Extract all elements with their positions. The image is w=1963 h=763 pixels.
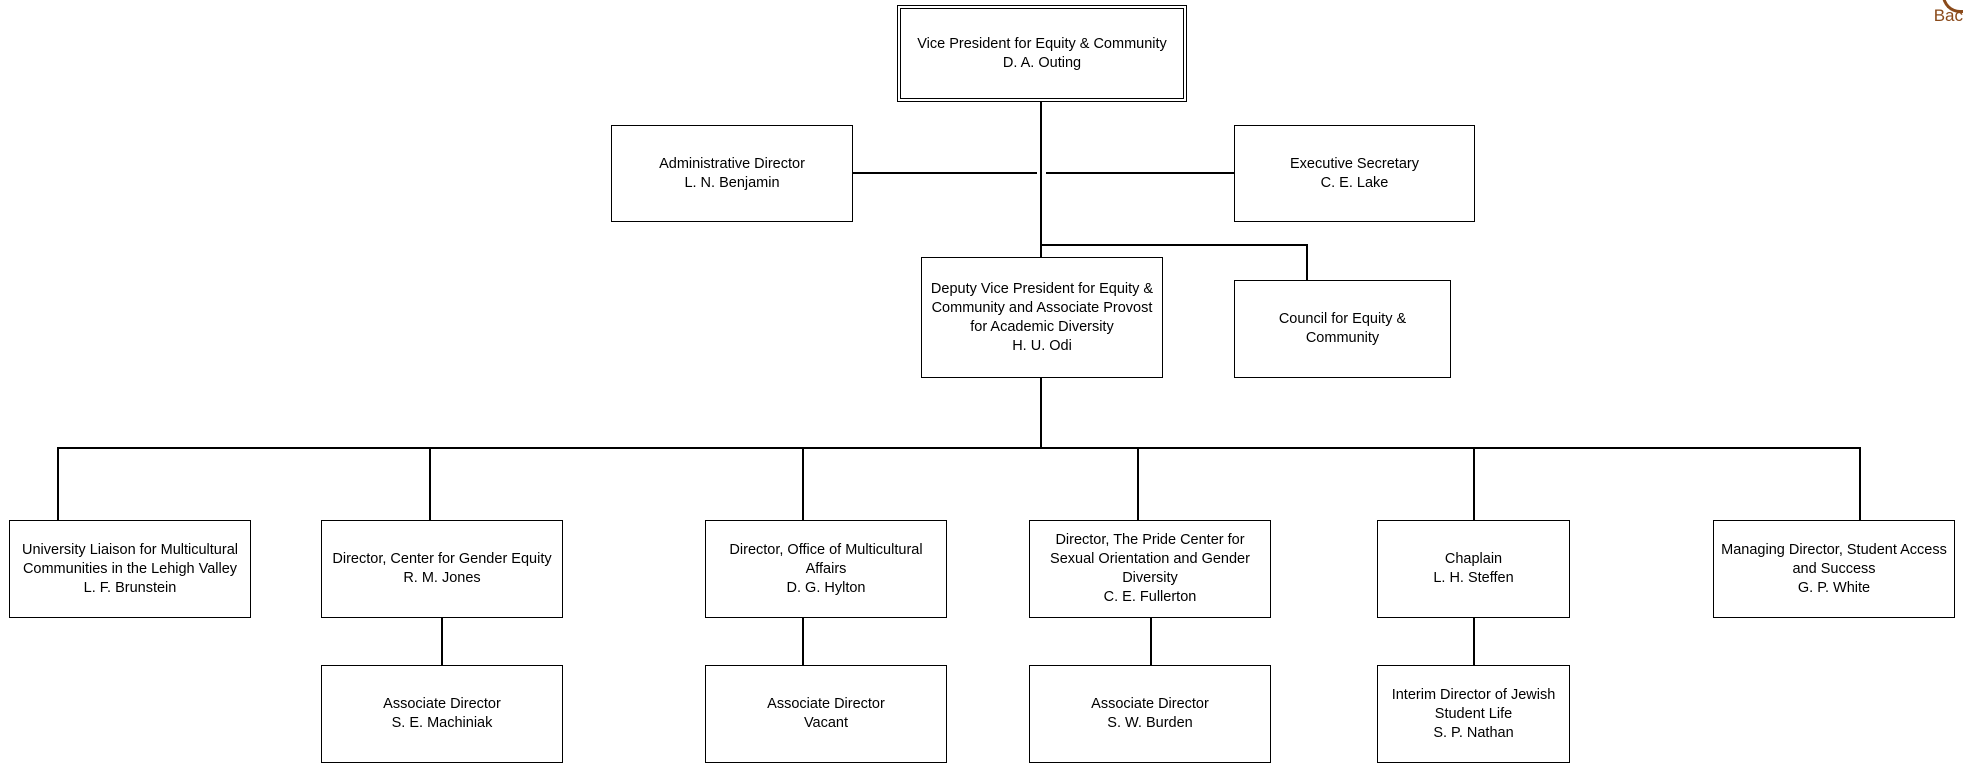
position-title: University Liaison for Multicultural Com…: [22, 541, 238, 577]
position-title: Interim Director of Jewish Student Life: [1391, 686, 1556, 722]
position-title: Director, The Pride Center for Sexual Or…: [1050, 532, 1250, 586]
person-name: D. A. Outing: [1002, 54, 1082, 71]
org-box-council: Council for Equity & Community: [1234, 280, 1451, 378]
connector: [1473, 617, 1475, 665]
connector: [1046, 172, 1234, 174]
person-name: H. U. Odi: [1012, 337, 1072, 354]
person-name: C. E. Fullerton: [1103, 589, 1197, 605]
person-name: G. P. White: [1797, 579, 1871, 596]
position-title: Administrative Director: [659, 155, 805, 172]
org-box-director: Director, The Pride Center for Sexual Or…: [1029, 520, 1271, 618]
org-box-director: University Liaison for Multicultural Com…: [9, 520, 251, 618]
position-title: Associate Director: [767, 696, 885, 712]
position-title: Associate Director: [1091, 696, 1209, 712]
org-box-director: Chaplain L. H. Steffen: [1377, 520, 1570, 618]
person-name: L. H. Steffen: [1433, 570, 1514, 586]
connector: [1306, 244, 1308, 280]
connector: [429, 447, 431, 520]
connector: [1473, 447, 1475, 520]
connector: [1040, 244, 1308, 246]
org-box-associate: Associate Director Vacant: [705, 665, 947, 763]
position-title: Executive Secretary: [1290, 155, 1419, 172]
org-box-director: Director, Center for Gender Equity R. M.…: [321, 520, 563, 618]
connector: [1859, 447, 1861, 520]
org-box-deputy-vice-president: Deputy Vice President for Equity & Commu…: [921, 257, 1163, 378]
person-name: C. E. Lake: [1320, 174, 1389, 191]
position-title: Council for Equity & Community: [1278, 311, 1407, 346]
position-title: Vice President for Equity & Community: [917, 35, 1167, 52]
org-box-associate: Associate Director S. E. Machiniak: [321, 665, 563, 763]
connector: [802, 447, 804, 520]
person-name: L. F. Brunstein: [83, 579, 177, 596]
person-name: L. N. Benjamin: [684, 174, 780, 191]
connector: [802, 617, 804, 665]
person-name: S. P. Nathan: [1433, 724, 1514, 741]
connector: [1137, 447, 1139, 520]
person-name: Vacant: [803, 715, 849, 731]
connector: [57, 447, 59, 520]
person-name: S. W. Burden: [1107, 715, 1193, 731]
org-box-director: Managing Director, Student Access and Su…: [1713, 520, 1955, 618]
org-box-associate: Associate Director S. W. Burden: [1029, 665, 1271, 763]
connector: [853, 172, 1037, 174]
back-link[interactable]: Bac: [1933, 6, 1963, 25]
person-name: D. G. Hylton: [786, 579, 866, 596]
org-box-administrative-director: Administrative Director L. N. Benjamin: [611, 125, 853, 222]
connector: [441, 617, 443, 665]
connector: [1150, 617, 1152, 665]
position-title: Associate Director: [383, 696, 501, 712]
org-box-executive-secretary: Executive Secretary C. E. Lake: [1234, 125, 1475, 222]
position-title: Director, Office of Multicultural Affair…: [729, 541, 923, 577]
org-box-vice-president: Vice President for Equity & Community D.…: [897, 5, 1187, 102]
position-title: Deputy Vice President for Equity & Commu…: [930, 280, 1154, 335]
position-title: Managing Director, Student Access and Su…: [1721, 541, 1947, 577]
org-box-associate: Interim Director of Jewish Student Life …: [1377, 665, 1570, 763]
position-title: Chaplain: [1444, 551, 1503, 567]
org-box-director: Director, Office of Multicultural Affair…: [705, 520, 947, 618]
position-title: Director, Center for Gender Equity: [332, 551, 552, 567]
person-name: R. M. Jones: [403, 570, 481, 586]
person-name: S. E. Machiniak: [391, 715, 493, 731]
connector: [57, 447, 1861, 449]
